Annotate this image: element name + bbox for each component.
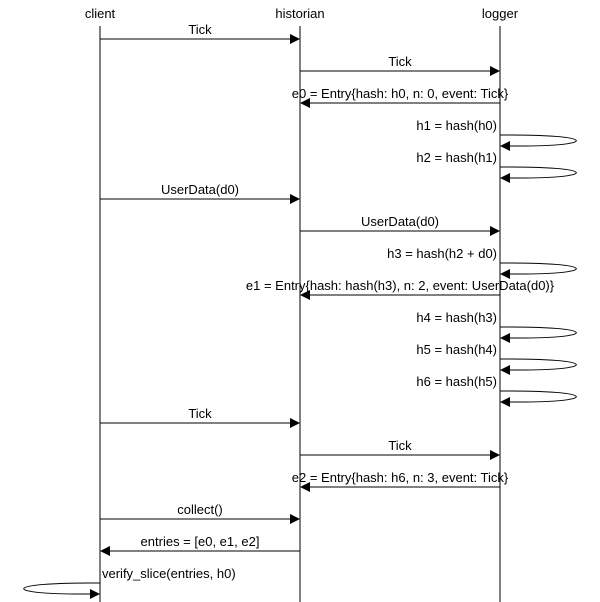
message-7: h3 = hash(h2 + d0) bbox=[387, 246, 577, 279]
message-loop bbox=[499, 326, 577, 339]
message-arrowhead bbox=[500, 141, 510, 151]
message-label: UserData(d0) bbox=[161, 182, 239, 197]
message-11: h6 = hash(h5) bbox=[416, 374, 577, 407]
message-label: h1 = hash(h0) bbox=[416, 118, 497, 133]
message-15: collect() bbox=[100, 502, 300, 524]
message-12: Tick bbox=[100, 406, 300, 428]
message-arrowhead bbox=[490, 66, 500, 76]
message-label: e1 = Entry{hash: hash(h3), n: 2, event: … bbox=[246, 278, 555, 293]
message-label: collect() bbox=[177, 502, 223, 517]
message-6: UserData(d0) bbox=[300, 214, 500, 236]
message-label: e0 = Entry{hash: h0, n: 0, event: Tick} bbox=[292, 86, 509, 101]
message-14: e2 = Entry{hash: h6, n: 3, event: Tick} bbox=[292, 470, 509, 492]
message-0: Tick bbox=[100, 22, 300, 44]
message-2: e0 = Entry{hash: h0, n: 0, event: Tick} bbox=[292, 86, 509, 108]
message-arrowhead bbox=[300, 482, 310, 492]
message-arrowhead bbox=[290, 194, 300, 204]
participant-client: client bbox=[85, 6, 116, 21]
message-label: Tick bbox=[388, 54, 412, 69]
message-arrowhead bbox=[500, 269, 510, 279]
message-1: Tick bbox=[300, 54, 500, 76]
message-arrowhead bbox=[490, 450, 500, 460]
message-arrowhead bbox=[300, 290, 310, 300]
message-loop bbox=[23, 582, 101, 595]
message-10: h5 = hash(h4) bbox=[416, 342, 577, 375]
message-label: h2 = hash(h1) bbox=[416, 150, 497, 165]
message-arrowhead bbox=[490, 226, 500, 236]
message-loop bbox=[499, 166, 577, 179]
message-arrowhead bbox=[500, 397, 510, 407]
message-arrowhead bbox=[100, 546, 110, 556]
message-label: Tick bbox=[188, 22, 212, 37]
message-label: h6 = hash(h5) bbox=[416, 374, 497, 389]
message-loop bbox=[499, 134, 577, 147]
message-arrowhead bbox=[290, 34, 300, 44]
message-label: UserData(d0) bbox=[361, 214, 439, 229]
message-label: h3 = hash(h2 + d0) bbox=[387, 246, 497, 261]
message-3: h1 = hash(h0) bbox=[416, 118, 577, 151]
message-9: h4 = hash(h3) bbox=[416, 310, 577, 343]
message-label: e2 = Entry{hash: h6, n: 3, event: Tick} bbox=[292, 470, 509, 485]
message-arrowhead bbox=[300, 98, 310, 108]
message-loop bbox=[499, 358, 577, 371]
message-13: Tick bbox=[300, 438, 500, 460]
message-loop bbox=[499, 262, 577, 275]
message-loop bbox=[499, 390, 577, 403]
message-label: verify_slice(entries, h0) bbox=[102, 566, 236, 581]
message-label: h4 = hash(h3) bbox=[416, 310, 497, 325]
message-arrowhead bbox=[500, 333, 510, 343]
message-16: entries = [e0, e1, e2] bbox=[100, 534, 300, 556]
message-arrowhead bbox=[90, 589, 100, 599]
message-arrowhead bbox=[500, 173, 510, 183]
message-arrowhead bbox=[290, 514, 300, 524]
participant-historian: historian bbox=[275, 6, 324, 21]
message-label: Tick bbox=[188, 406, 212, 421]
participant-logger: logger bbox=[482, 6, 519, 21]
message-8: e1 = Entry{hash: hash(h3), n: 2, event: … bbox=[246, 278, 555, 300]
message-5: UserData(d0) bbox=[100, 182, 300, 204]
lifelines: client historian logger bbox=[85, 6, 519, 602]
message-arrowhead bbox=[290, 418, 300, 428]
message-arrowhead bbox=[500, 365, 510, 375]
message-4: h2 = hash(h1) bbox=[416, 150, 577, 183]
message-label: Tick bbox=[388, 438, 412, 453]
message-label: entries = [e0, e1, e2] bbox=[141, 534, 260, 549]
message-label: h5 = hash(h4) bbox=[416, 342, 497, 357]
message-17: verify_slice(entries, h0) bbox=[23, 566, 236, 599]
